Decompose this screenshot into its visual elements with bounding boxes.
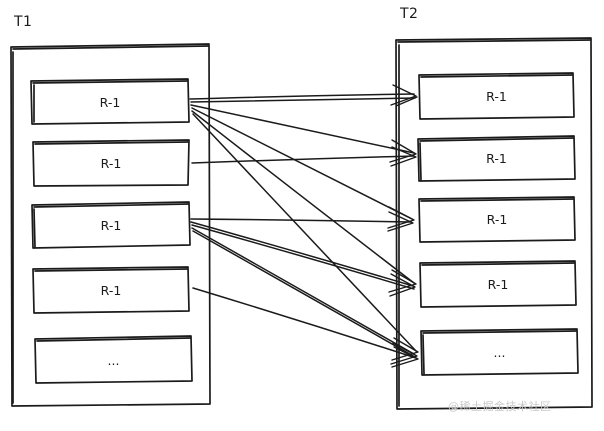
record-t1-r2[interactable] [32, 139, 190, 187]
record-t2-r5[interactable] [420, 328, 579, 376]
edge-t1r3-t2r3 [190, 211, 414, 232]
edge-t1r1-t2r4 [191, 110, 417, 293]
record-label-t2-r2: R-1 [486, 151, 507, 166]
edge-t1r1-t2r5 [192, 113, 419, 361]
group-title-t2: T2 [400, 6, 419, 22]
record-t2-r4[interactable] [419, 260, 577, 308]
record-t2-r3[interactable] [418, 196, 576, 243]
record-t2-r2[interactable] [417, 135, 576, 182]
record-t1-r4[interactable] [32, 266, 190, 314]
record-label-t1-r2: R-1 [100, 155, 122, 171]
record-label-t2-r3: R-1 [486, 212, 508, 227]
edge-t1r4-t2r5 [192, 287, 419, 368]
record-label-t1-r4: R-1 [100, 282, 122, 298]
record-t1-r1[interactable] [30, 78, 190, 125]
group-t1-container [10, 43, 211, 407]
record-t1-r3[interactable] [31, 201, 191, 249]
edge-t1r1-t2r1 [189, 84, 418, 107]
record-label-t2-r1: R-1 [486, 88, 507, 104]
edge-t1r3-t2r5 [191, 227, 418, 365]
edge-t1r1-t2r2 [190, 104, 417, 163]
edge-t1r2-t2r2 [191, 146, 417, 167]
edge-t1r3-t2r4 [190, 221, 416, 297]
edge-t1r1-t2r3 [191, 107, 415, 229]
watermark: @稀土掘金技术社区 [448, 400, 552, 413]
record-label-t2-r5: ... [493, 344, 506, 360]
record-label-t1-r5: ... [107, 352, 120, 368]
group-title-t1: T1 [14, 14, 33, 30]
record-t2-r1[interactable] [418, 72, 575, 120]
record-label-t2-r4: R-1 [487, 276, 509, 292]
record-label-t1-r1: R-1 [99, 94, 121, 110]
record-label-t1-r3: R-1 [100, 217, 122, 233]
record-t1-r5[interactable] [34, 335, 193, 384]
